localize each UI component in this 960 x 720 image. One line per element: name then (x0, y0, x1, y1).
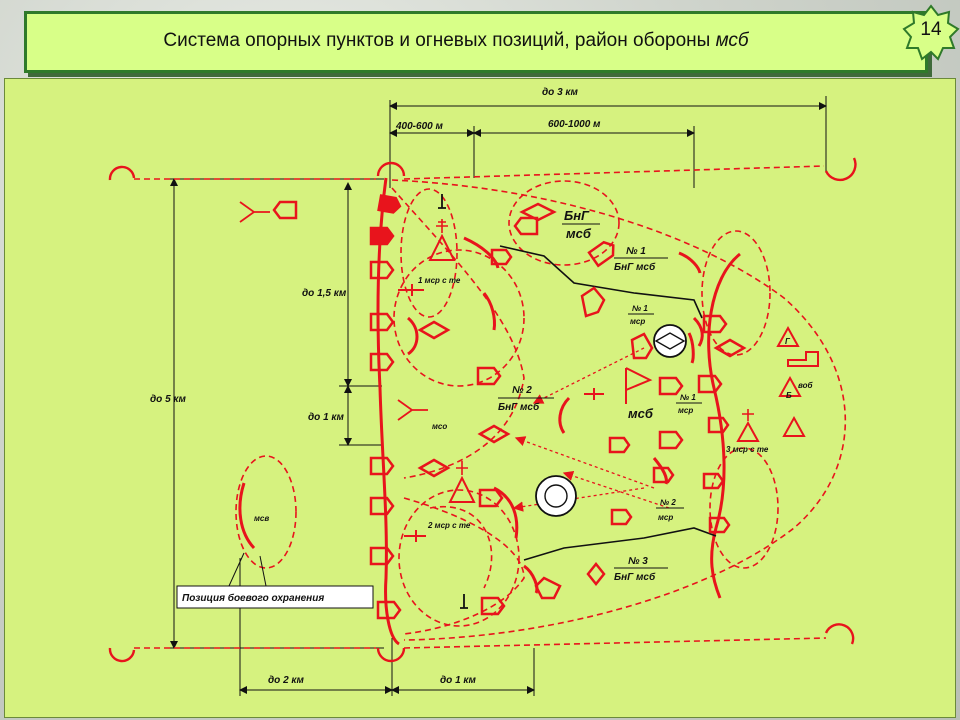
label-msr-no1: № 1 (632, 304, 648, 313)
slide-number-badge (902, 4, 960, 61)
front-trench (238, 177, 741, 646)
label-forward-distance-2: до 1 км (440, 675, 476, 686)
label-msr-no2-sub: мср (658, 513, 673, 522)
label-company3: 3 мср с те (726, 445, 769, 454)
label-first-depth: 400-600 м (395, 121, 443, 132)
label-guard-position: Позиция боевого охранения (182, 592, 324, 604)
label-msr-no1-sub: мср (630, 317, 645, 326)
label-gap: до 1 км (308, 412, 344, 423)
label-msb: мсб (628, 406, 654, 421)
guard-position-callout (176, 552, 374, 609)
diamond-symbols (417, 202, 747, 587)
label-bng-no2-sub: БнГ мсб (498, 401, 540, 413)
label-bng-no2: № 2 (512, 385, 532, 396)
label-total-depth: до 3 км (542, 87, 578, 98)
label-front-total: до 5 км (150, 394, 186, 405)
defense-diagram: до 3 км 400-600 м 600-1000 м до 5 км до … (108, 87, 857, 696)
vehicle-symbols (272, 194, 731, 620)
label-company2: 2 мср с те (427, 521, 471, 530)
command-symbols (239, 194, 819, 609)
label-bng-no1: № 1 (626, 246, 646, 257)
label-bng-no3: № 3 (628, 556, 648, 567)
forward-edge-line (499, 245, 717, 561)
slide-number: 14 (920, 19, 942, 40)
slide-header: Система опорных пунктов и огневых позици… (24, 11, 928, 73)
label-msr-no1-b: № 1 (680, 393, 696, 402)
fire-arrows (512, 347, 670, 512)
label-bng-top-sub: мсб (566, 226, 592, 241)
label-company1: 1 мср с те (418, 276, 461, 285)
slide-title: Система опорных пунктов и огневых позици… (163, 30, 749, 51)
label-second-depth: 600-1000 м (548, 119, 601, 130)
battalion-boundary (108, 157, 857, 663)
label-msr-no2: № 2 (660, 498, 676, 507)
diagram-labels: до 3 км 400-600 м 600-1000 м до 5 км до … (150, 87, 814, 686)
label-mso: мсо (432, 422, 447, 431)
label-msv: мсв (254, 514, 269, 523)
label-vob: воб (798, 381, 814, 390)
diagram-panel (4, 78, 956, 718)
label-bng-top: БнГ (564, 208, 590, 223)
label-front-company: до 1,5 км (302, 288, 347, 299)
label-msr-no1-b-sub: мср (678, 406, 693, 415)
label-b: Б (786, 391, 792, 400)
label-bng-no1-sub: БнГ мсб (614, 261, 656, 273)
label-g: Г (785, 337, 791, 346)
circle-markers (535, 324, 687, 517)
strongpoint-ovals (235, 180, 779, 627)
label-bng-no3-sub: БнГ мсб (614, 571, 656, 583)
label-forward-distance: до 2 км (268, 675, 304, 686)
